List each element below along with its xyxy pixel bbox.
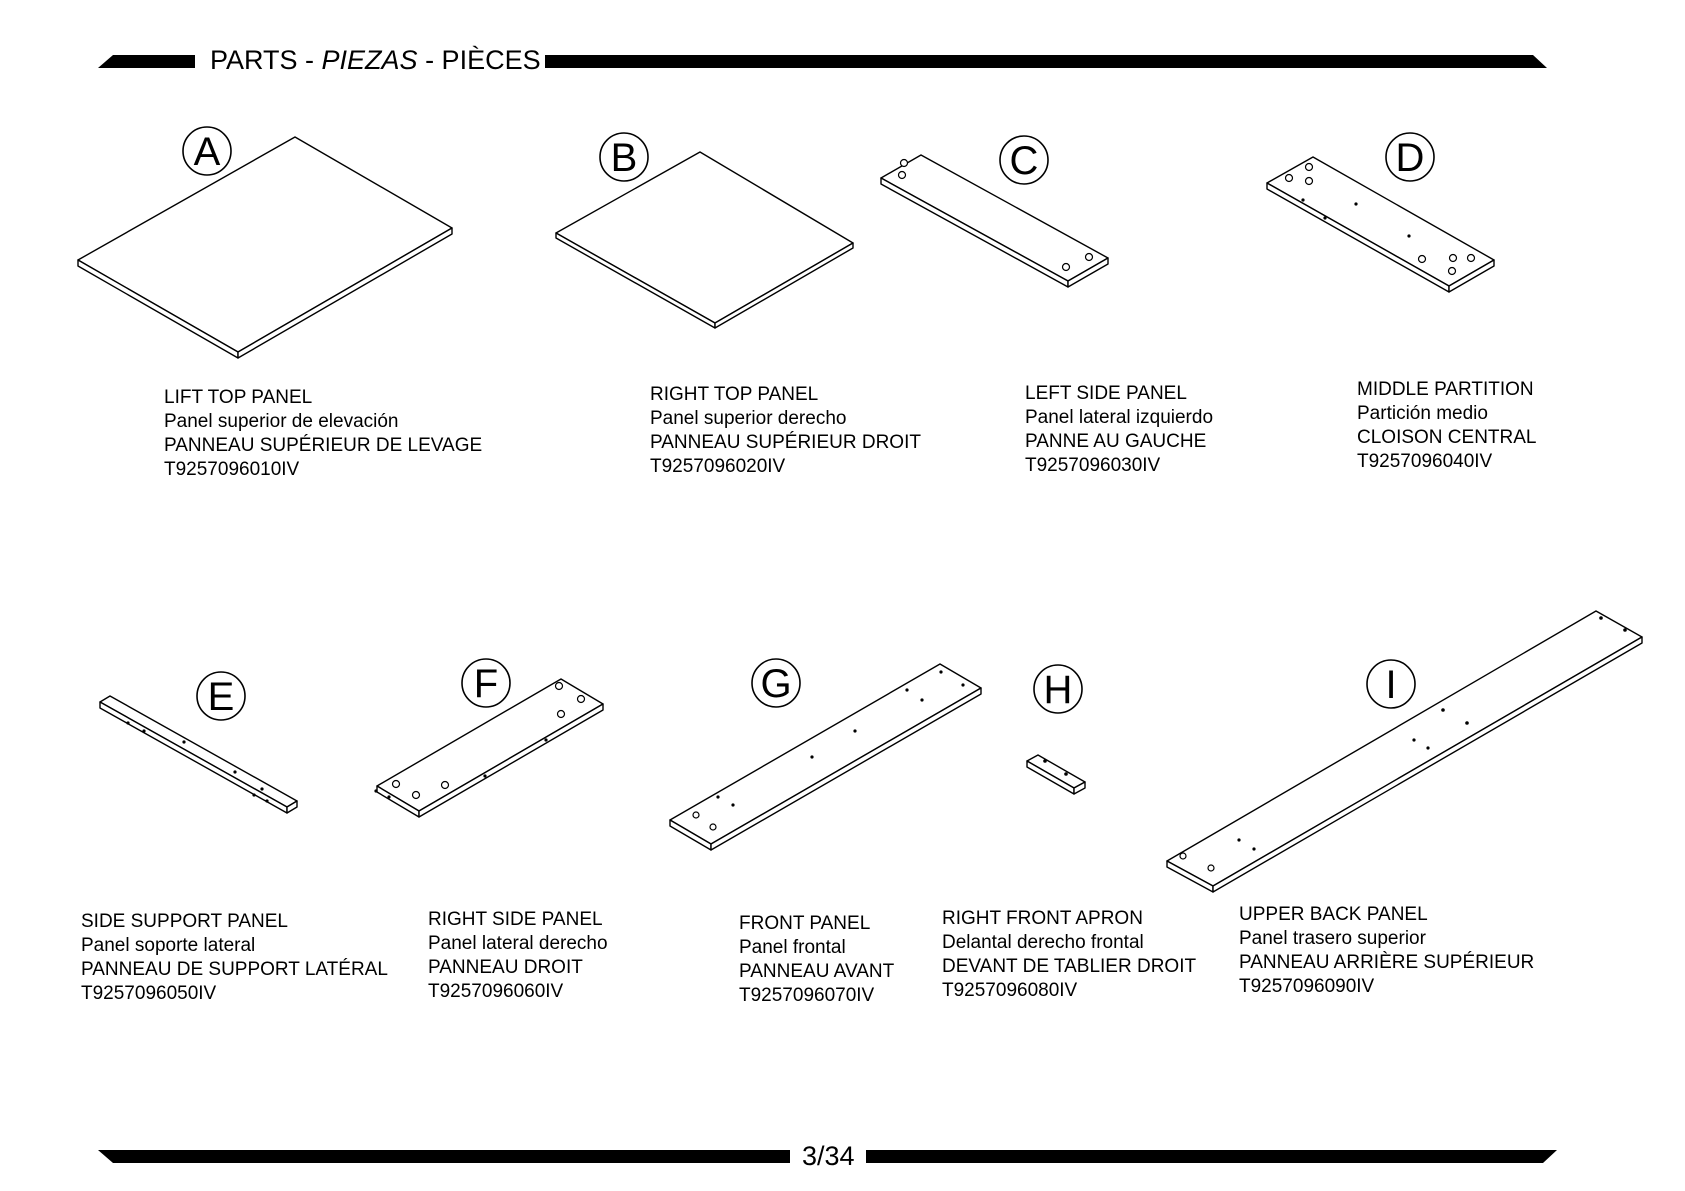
part-letter-f: F: [474, 662, 498, 706]
part-name-es: Panel soporte lateral: [81, 935, 256, 956]
part-code: T9257096080IV: [942, 980, 1078, 1001]
part-code: T9257096060IV: [428, 981, 564, 1002]
part-name-en: UPPER BACK PANEL: [1239, 904, 1428, 925]
part-label-h: RIGHT FRONT APRON Delantal derecho front…: [942, 907, 1196, 1003]
part-name-en: FRONT PANEL: [739, 913, 871, 934]
footer-bar-right: [866, 1150, 1557, 1163]
panel-b-drawing: [555, 151, 854, 329]
part-letter-e: E: [208, 675, 235, 719]
part-name-fr: PANNEAU SUPÉRIEUR DROIT: [650, 432, 921, 453]
part-name-en: LEFT SIDE PANEL: [1025, 383, 1187, 404]
part-name-en: RIGHT FRONT APRON: [942, 908, 1143, 929]
part-code: T9257096090IV: [1239, 976, 1375, 997]
part-name-fr: PANNEAU AVANT: [739, 961, 895, 982]
part-label-e: SIDE SUPPORT PANEL Panel soporte lateral…: [81, 910, 388, 1006]
part-label-d: MIDDLE PARTITION Partición medio CLOISON…: [1357, 378, 1536, 474]
header-bar-left: [98, 55, 195, 68]
part-letter-b: B: [611, 136, 638, 180]
panel-d-drawing: [1266, 156, 1495, 293]
part-label-f: RIGHT SIDE PANEL Panel lateral derecho P…: [428, 908, 608, 1004]
part-label-b: RIGHT TOP PANEL Panel superior derecho P…: [650, 383, 921, 479]
part-code: T9257096040IV: [1357, 451, 1493, 472]
page-number: 3/34: [796, 1140, 861, 1172]
part-letter-c: C: [1010, 139, 1039, 183]
part-name-en: RIGHT TOP PANEL: [650, 384, 819, 405]
part-name-fr: CLOISON CENTRAL: [1357, 427, 1537, 448]
panel-g-drawing: [669, 663, 982, 851]
part-label-a: LIFT TOP PANEL Panel superior de elevaci…: [164, 386, 482, 482]
part-name-es: Panel lateral izquierdo: [1025, 407, 1214, 428]
part-letter-d: D: [1396, 136, 1425, 180]
header-bar-right: [543, 55, 1547, 68]
part-name-es: Panel superior derecho: [650, 408, 847, 429]
part-letter-i: I: [1385, 663, 1396, 707]
part-name-en: RIGHT SIDE PANEL: [428, 909, 603, 930]
part-name-fr: PANNE AU GAUCHE: [1025, 431, 1207, 452]
part-name-es: Panel superior de elevación: [164, 411, 399, 432]
panel-e-drawing: [99, 695, 298, 814]
part-code: T9257096010IV: [164, 459, 300, 480]
part-name-es: Panel frontal: [739, 937, 846, 958]
part-name-fr: PANNEAU SUPÉRIEUR DE LEVAGE: [164, 435, 483, 456]
part-name-es: Panel trasero superior: [1239, 928, 1426, 949]
part-name-fr: PANNEAU ARRIÈRE SUPÉRIEUR: [1239, 952, 1535, 973]
footer-bar-left: [98, 1150, 790, 1163]
part-name-en: SIDE SUPPORT PANEL: [81, 911, 288, 932]
part-label-c: LEFT SIDE PANEL Panel lateral izquierdo …: [1025, 382, 1213, 478]
part-label-g: FRONT PANEL Panel frontal PANNEAU AVANT …: [739, 912, 894, 1008]
panel-a-drawing: [77, 136, 453, 359]
part-name-es: Partición medio: [1357, 403, 1488, 424]
part-code: T9257096050IV: [81, 983, 217, 1004]
part-name-es: Panel lateral derecho: [428, 933, 608, 954]
part-name-fr: PANNEAU DE SUPPORT LATÉRAL: [81, 959, 388, 980]
part-name-es: Delantal derecho frontal: [942, 932, 1144, 953]
part-name-en: LIFT TOP PANEL: [164, 387, 313, 408]
part-letter-g: G: [760, 662, 791, 706]
part-code: T9257096020IV: [650, 456, 786, 477]
panel-h-drawing: [1026, 754, 1086, 795]
part-letter-a: A: [194, 130, 221, 174]
part-name-fr: DEVANT DE TABLIER DROIT: [942, 956, 1197, 977]
panel-i-drawing: [1166, 610, 1643, 893]
part-code: T9257096070IV: [739, 985, 875, 1006]
part-code: T9257096030IV: [1025, 455, 1161, 476]
page-title: PARTS - PIEZAS - PIÈCES: [206, 44, 545, 76]
part-letter-h: H: [1044, 668, 1073, 712]
panel-c-drawing: [880, 154, 1109, 288]
part-name-fr: PANNEAU DROIT: [428, 957, 583, 978]
part-name-en: MIDDLE PARTITION: [1357, 379, 1534, 400]
part-label-i: UPPER BACK PANEL Panel trasero superior …: [1239, 903, 1534, 999]
